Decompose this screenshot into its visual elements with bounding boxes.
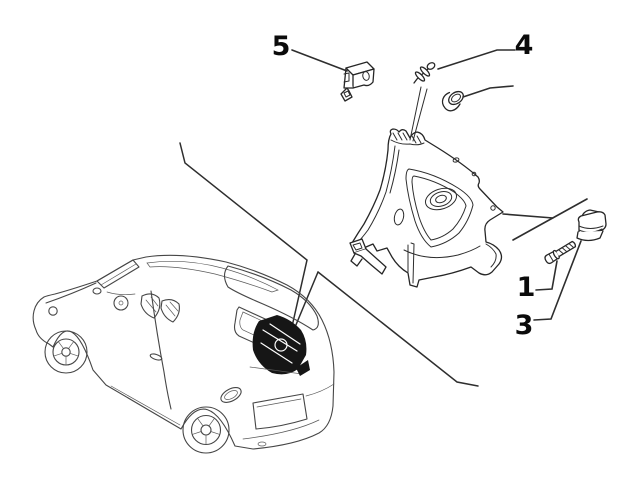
leader-4a [437,49,516,70]
car-body-outline [32,254,335,450]
speaker-ring-inner [435,194,447,204]
clip-hole-small [471,171,477,177]
hood-line [45,282,97,304]
seat-right [160,298,180,323]
recess-outer [405,168,474,248]
seat-quilting [145,296,179,317]
highlight-fragment [296,360,310,376]
front-wheel [44,330,88,374]
part-4-grommet [441,90,464,112]
panel-fastener-pointer [502,198,588,241]
roof-opening-rim [146,260,279,293]
part-4-push-pin [413,62,436,84]
speaker-ring-outer [424,187,458,211]
lobe-inner [485,243,497,268]
locator-wedge-line [292,271,319,333]
bottom-bracket [349,238,387,275]
pillar-hole [393,208,405,226]
headlamp [48,306,58,316]
leader-1 [535,260,558,291]
license-plate-line [256,398,302,408]
highlighted-trim-location [252,315,307,375]
highlight-detail-circle [274,338,288,352]
bottom-tab-lines [407,242,415,284]
tab-hatching [390,132,425,146]
tail-lamp-inner [224,390,238,400]
screw-hole [490,205,496,211]
license-plate-recess [252,393,308,430]
rear-wheel [182,406,230,454]
locator-line-right [317,271,479,387]
callout-leaders [291,49,588,321]
callout-label-1[interactable]: 1 [517,272,536,303]
exhaust-tip [257,441,267,447]
leader-5 [291,49,348,72]
rocker-line [110,385,181,426]
steering-wheel-hub [118,300,124,306]
door-seam [150,290,172,410]
tail-lamp [220,387,242,403]
part-5-retaining-clip [340,61,375,102]
callout-label-3[interactable]: 3 [515,310,534,341]
leader-4b [462,85,514,98]
quarter-trim-panel [349,128,504,288]
pin-locator-wedge [409,86,428,142]
highlight-detail-lines [260,323,301,364]
bumper-creases [242,383,335,440]
steering-wheel [113,295,129,311]
seat-left [140,293,161,319]
callout-label-4[interactable]: 4 [515,30,534,61]
door-handle [149,353,163,361]
pillar-lines [357,145,400,243]
part-1-bolt [544,240,577,265]
door-mirror [92,287,102,295]
part-3-clip-nut [576,209,607,242]
dashboard-line [106,291,136,296]
callout-label-5[interactable]: 5 [272,31,291,62]
windshield-glass-line [100,263,137,286]
lower-contour [403,245,481,259]
top-clip-hole [452,157,460,163]
speaker-ring-mid [429,191,453,207]
leader-3 [533,240,582,321]
car-illustration [32,254,335,454]
folded-soft-top [223,265,319,331]
locator-line-left [179,142,308,332]
windshield-frame [96,259,140,289]
